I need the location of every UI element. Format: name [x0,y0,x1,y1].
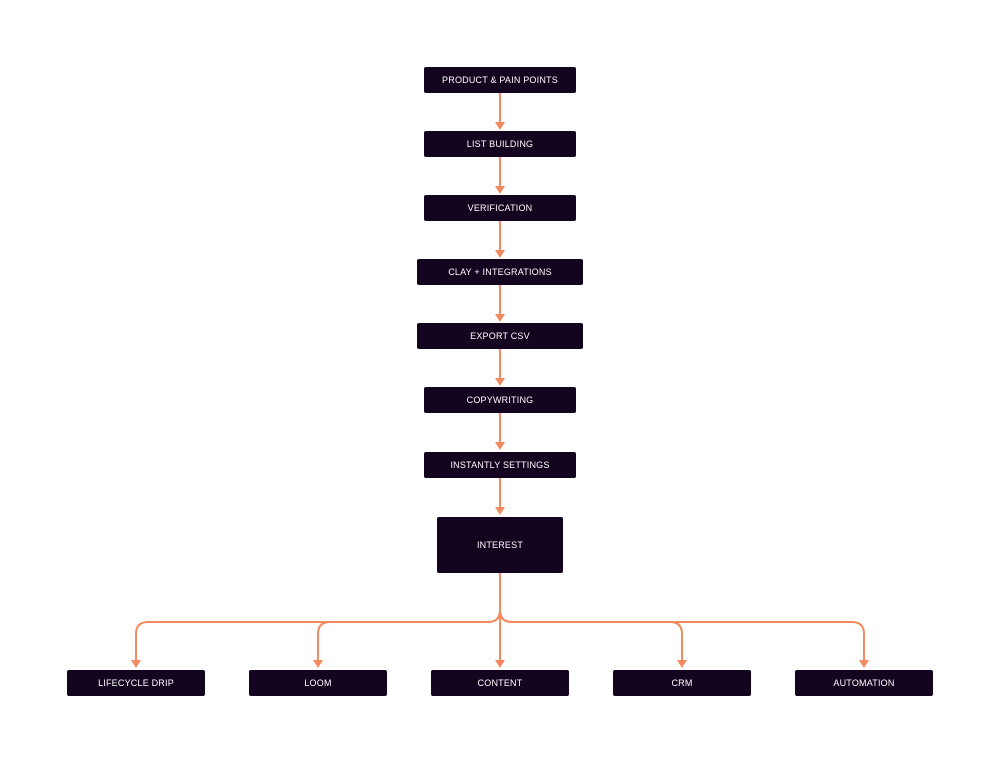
step-label: INTEREST [476,540,524,550]
branch-label: AUTOMATION [833,678,895,688]
step-label: LIST BUILDING [466,139,534,149]
step-interest[interactable]: INTEREST [437,517,563,573]
step-label: INSTANTLY SETTINGS [450,460,550,470]
branch-connector-content [495,573,505,668]
step-label: EXPORT CSV [470,331,530,341]
step-instantly-settings[interactable]: INSTANTLY SETTINGS [424,452,576,478]
step-label: COPYWRITING [466,395,534,405]
step-connector-6 [495,413,505,450]
step-product-pain-points[interactable]: PRODUCT & PAIN POINTS [424,67,576,93]
step-clay-integrations[interactable]: CLAY + INTEGRATIONS [417,259,583,285]
step-label: PRODUCT & PAIN POINTS [442,75,558,85]
branch-connector-crm [499,609,687,668]
step-connector-3 [495,221,505,258]
branch-connector-automation [499,609,869,668]
step-connector-4 [495,285,505,322]
step-export-csv[interactable]: EXPORT CSV [417,323,583,349]
step-list-building[interactable]: LIST BUILDING [424,131,576,157]
branch-crm[interactable]: CRM [613,670,751,696]
branch-label: LOOM [304,678,332,688]
branch-label: CONTENT [477,678,523,688]
step-connector-5 [495,349,505,386]
step-copywriting[interactable]: COPYWRITING [424,387,576,413]
branch-connector-loom [313,609,501,668]
branch-connector-lifecycle-drip [131,573,501,668]
step-connector-7 [495,478,505,515]
branch-label: CRM [671,678,693,688]
step-label: VERIFICATION [467,203,533,213]
branch-content[interactable]: CONTENT [431,670,569,696]
step-verification[interactable]: VERIFICATION [424,195,576,221]
branch-automation[interactable]: AUTOMATION [795,670,933,696]
branch-lifecycle-drip[interactable]: LIFECYCLE DRIP [67,670,205,696]
branch-loom[interactable]: LOOM [249,670,387,696]
step-label: CLAY + INTEGRATIONS [448,267,552,277]
step-connector-1 [495,93,505,130]
step-connector-2 [495,157,505,194]
branch-label: LIFECYCLE DRIP [98,678,174,688]
